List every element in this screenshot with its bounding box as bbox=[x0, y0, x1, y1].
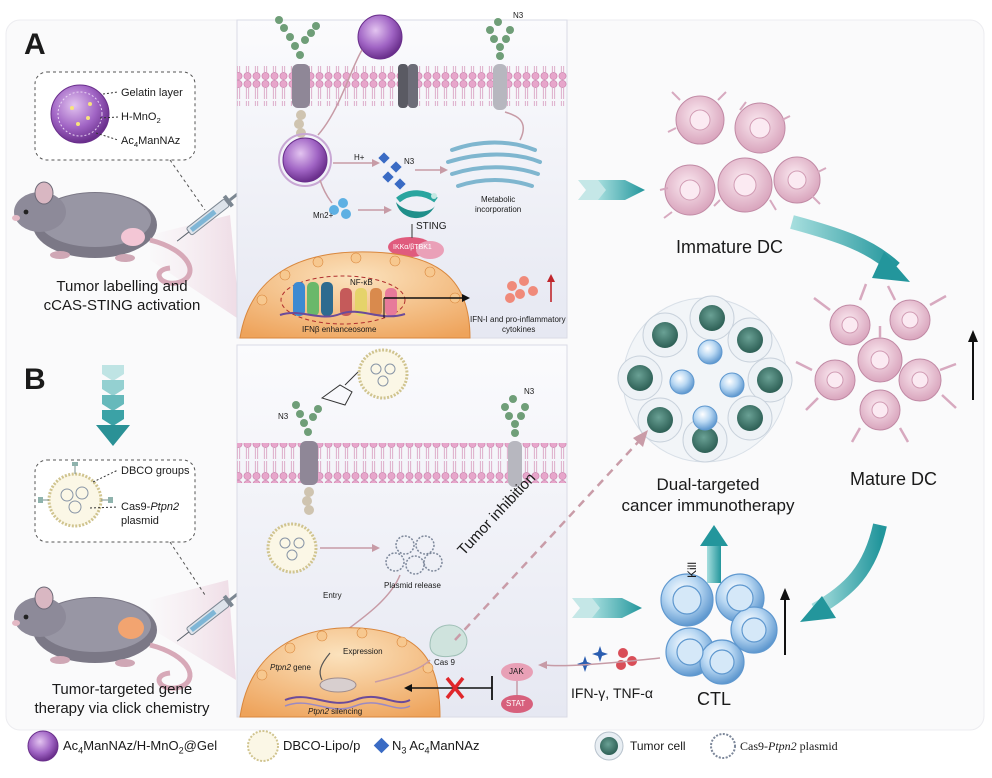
legend bbox=[27, 730, 736, 762]
legend-plasmid-icon bbox=[710, 733, 736, 759]
kill-arrow bbox=[700, 525, 728, 583]
callout-dbco: DBCO groups bbox=[121, 465, 190, 477]
label-ctl: CTL bbox=[697, 689, 732, 709]
label-plasmid-release: Plasmid release bbox=[384, 581, 441, 590]
label-metabolic-1: Metabolic bbox=[481, 195, 516, 204]
label-ifn-2: cytokines bbox=[502, 325, 536, 334]
cytokine-symbols bbox=[538, 646, 661, 672]
tumor-inhibition-arrow bbox=[454, 439, 641, 641]
legend-nanoparticle-label: Ac4ManNAz/H-MnO2@Gel bbox=[63, 738, 218, 756]
tumor-cluster bbox=[617, 295, 793, 463]
legend-n3-icon bbox=[373, 737, 390, 754]
legend-n3-label: N3 Ac4ManNAz bbox=[392, 738, 480, 756]
label-enhanceosome: IFNβ enhanceosome bbox=[302, 325, 377, 334]
label-entry: Entry bbox=[323, 591, 342, 600]
label-metabolic-2: incorporation bbox=[475, 205, 522, 214]
cell-panel-a bbox=[236, 14, 568, 339]
label-n3-b-left: N3 bbox=[278, 412, 289, 421]
label-hplus: H+ bbox=[354, 153, 365, 162]
label-cas9: Cas 9 bbox=[434, 658, 455, 667]
callout-gelatin: Gelatin layer bbox=[121, 87, 183, 99]
cell-panel-b bbox=[236, 344, 568, 718]
ctl-cluster bbox=[660, 573, 778, 685]
callout-cas9: Cas9-Ptpn2 bbox=[121, 501, 180, 513]
immature-dc-cluster bbox=[664, 95, 821, 216]
callout-mno2: H-MnO2 bbox=[121, 111, 161, 126]
label-a-n3-top: N3 bbox=[513, 11, 524, 20]
legend-tumor-cell-label: Tumor cell bbox=[630, 739, 686, 753]
label-ptpn2-gene: Ptpn2 gene bbox=[270, 663, 311, 672]
legend-plasmid-label: Cas9-Ptpn2 plasmid bbox=[740, 739, 838, 753]
label-expression: Expression bbox=[343, 647, 383, 656]
label-mature-dc: Mature DC bbox=[850, 469, 938, 489]
callout-nanoparticle bbox=[34, 71, 206, 211]
label-ikk: IKKα/βTBK1 bbox=[393, 244, 432, 251]
label-cytokines: IFN-γ, TNF-α bbox=[571, 685, 653, 701]
dc-spikes bbox=[659, 91, 827, 219]
mature-dc-cluster bbox=[795, 283, 957, 443]
callout-ac4: Ac4ManNAz bbox=[121, 135, 181, 150]
down-chevrons bbox=[96, 365, 130, 446]
label-nfkb: NF-κB bbox=[350, 278, 373, 287]
label-kill: Kill bbox=[685, 561, 699, 578]
label-mn2: Mn2+ bbox=[313, 211, 334, 220]
panel-label-a: A bbox=[24, 28, 46, 61]
arrow-to-ctl bbox=[572, 598, 642, 618]
legend-nanoparticle-icon bbox=[27, 730, 59, 762]
label-ifn-1: IFN-I and pro-inflammatory bbox=[470, 315, 566, 324]
legend-lipo-icon bbox=[247, 730, 279, 762]
label-n3-b-right: N3 bbox=[524, 387, 535, 396]
legend-tumor-cell-icon bbox=[600, 737, 618, 755]
mouse-b bbox=[12, 580, 242, 691]
legend-lipo-label: DBCO-Lipo/p bbox=[283, 738, 361, 753]
label-ptpn2-silencing: Ptpn2 silencing bbox=[308, 707, 363, 716]
callout-plasmid: plasmid bbox=[121, 515, 159, 527]
label-sting: STING bbox=[416, 221, 447, 232]
mouse-a bbox=[12, 181, 242, 320]
label-jak: JAK bbox=[509, 667, 524, 676]
label-stat: STAT bbox=[506, 699, 526, 708]
label-immature-dc: Immature DC bbox=[676, 237, 784, 257]
label-n3-a: N3 bbox=[404, 157, 415, 166]
panel-label-b: B bbox=[24, 363, 46, 396]
callout-liposome bbox=[34, 459, 206, 596]
arrow-to-dc bbox=[578, 180, 645, 200]
